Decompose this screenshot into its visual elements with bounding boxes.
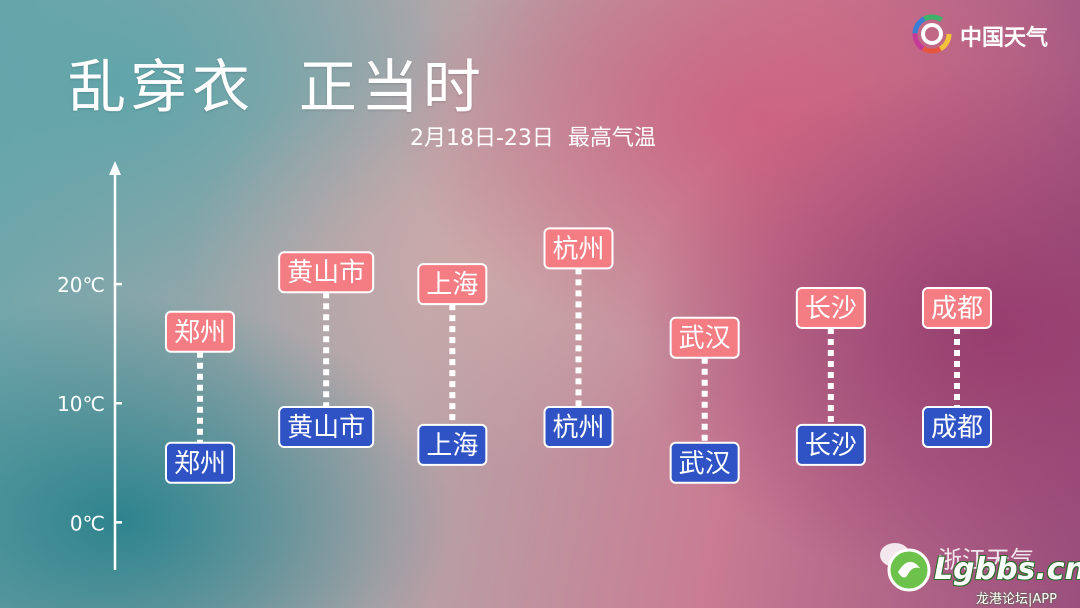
high-temp-box [669, 316, 740, 359]
high-temp-city-label: 郑州 [174, 318, 226, 348]
low-temp-box [417, 423, 488, 466]
low-temp-box [922, 406, 992, 449]
low-temp-box [165, 441, 235, 484]
low-temp-city-label: 成都 [931, 413, 983, 443]
y-axis-arrow [109, 161, 121, 175]
high-temp-city-label: 上海 [426, 270, 478, 300]
brand-name: 中国天气 [960, 26, 1049, 51]
low-temp-box [795, 423, 866, 466]
high-temp-box [278, 251, 375, 294]
site-subtext: 龙港论坛|APP [976, 592, 1057, 607]
high-temp-box [165, 310, 235, 353]
brand-logo: 中国天气 [912, 14, 1062, 54]
longgang-bbs-logo-icon [887, 548, 931, 592]
high-temp-city-label: 长沙 [805, 294, 857, 324]
wechat-account-label: 浙江天气 [938, 546, 1034, 574]
high-temp-city-label: 黄山市 [287, 258, 365, 288]
high-temp-box [543, 227, 614, 270]
high-temp-box [922, 286, 992, 329]
weather-swirl-logo-icon [912, 14, 952, 54]
low-temp-city-label: 杭州 [552, 413, 604, 443]
site-logo-text: Lgbbs.cn [934, 552, 1080, 587]
low-temp-city-label: 郑州 [174, 449, 226, 479]
low-temp-box [543, 406, 614, 449]
y-tick-label: 0℃ [70, 511, 105, 535]
high-temp-city-label: 杭州 [552, 234, 604, 264]
high-temp-box [795, 286, 866, 329]
low-temp-box [278, 406, 375, 449]
y-tick-label: 20℃ [57, 273, 105, 297]
low-temp-city-label: 黄山市 [287, 413, 365, 443]
high-temp-box [417, 263, 488, 306]
low-temp-city-label: 上海 [426, 431, 478, 461]
low-temp-city-label: 长沙 [805, 431, 857, 461]
chart-title: 乱穿衣 正当时 [68, 53, 485, 121]
low-temp-city-label: 武汉 [679, 449, 731, 479]
high-temp-city-label: 成都 [931, 294, 983, 324]
low-temp-box [669, 441, 740, 484]
high-temp-city-label: 武汉 [679, 324, 731, 354]
site-watermark: Lgbbs.cn 龙港论坛|APP [884, 530, 1080, 608]
chart-subtitle: 2月18日-23日 最高气温 [410, 126, 656, 151]
y-tick-label: 10℃ [57, 392, 105, 416]
